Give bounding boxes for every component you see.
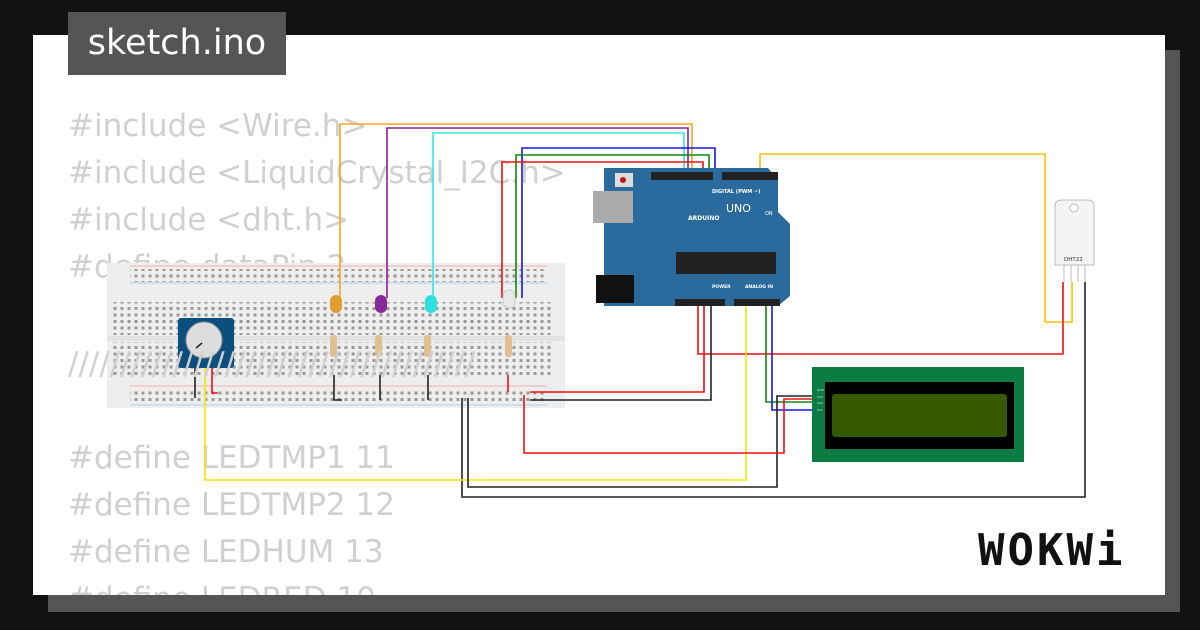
wire-purple [386, 127, 689, 298]
wire-red-lcd [523, 395, 816, 454]
sensor-label: DHT22 [1064, 257, 1083, 263]
usb-port [593, 191, 633, 223]
code-line: #define LEDRED 10 [68, 576, 566, 595]
potentiometer-knob [185, 321, 223, 359]
arduino-analog-label: ANALOG IN [745, 284, 773, 290]
arduino-uno: DIGITAL (PWM ~) ARDUINO UNO ON POWER ANA… [593, 168, 790, 306]
wire-red-5v [530, 303, 705, 393]
preview-card: #include <Wire.h> #include <LiquidCrysta… [33, 35, 1165, 595]
led-cyan [425, 295, 437, 313]
lcd-pin-vcc: VCC [817, 395, 823, 399]
power-jack [596, 275, 634, 303]
circuit-diagram: DIGITAL (PWM ~) ARDUINO UNO ON POWER ANA… [107, 123, 1095, 498]
wire-led-ground [333, 375, 342, 401]
wire-blue-scl [771, 303, 816, 411]
analog-header [734, 299, 780, 306]
wire-black-dht [461, 282, 1086, 498]
led-purple [375, 295, 387, 313]
microcontroller-chip [676, 252, 776, 274]
arduino-model: UNO [726, 202, 751, 215]
digital-header [651, 172, 713, 180]
arduino-power-label: POWER [712, 284, 731, 290]
led-white [502, 289, 516, 309]
code-line: /////////////////////////////////////// [68, 346, 476, 382]
wires [194, 123, 1086, 498]
lcd-pin-scl: SCL [817, 408, 823, 412]
wire-pot-power [211, 368, 218, 394]
power-header [675, 299, 725, 306]
arduino-on-label: ON [765, 211, 773, 217]
dht22-sensor: DHT22 [1054, 199, 1095, 282]
wire-black-gnd [530, 303, 712, 401]
resistor [330, 335, 337, 357]
digital-header [722, 172, 778, 180]
wire-red [501, 161, 704, 298]
wire-green [515, 154, 710, 298]
lcd-pin-sda: SDA [817, 401, 824, 405]
potentiometer[interactable] [178, 318, 234, 368]
wire-red-dht [697, 282, 1064, 355]
code-line: #include <LiquidCrystal_I2C.h> [68, 155, 566, 191]
wire-cyan [432, 132, 685, 298]
led-orange [330, 295, 342, 313]
wokwi-logo: WOKWi [978, 525, 1126, 576]
wire-yellow-pot [204, 303, 747, 481]
code-line: #include <dht.h> [68, 202, 350, 238]
code-line: #define LEDTMP1 11 [68, 440, 395, 476]
resistors [330, 335, 512, 357]
resistor [505, 335, 512, 357]
code-line: #include <Wire.h> [68, 108, 368, 144]
wire-blue [521, 147, 716, 298]
resistor [424, 335, 431, 357]
wire-black-lcd [467, 395, 816, 488]
resistor [375, 335, 382, 357]
lcd-display: GND VCC SDA SCL [812, 367, 1024, 462]
lcd-screen [832, 394, 1007, 437]
wire-green-sda [765, 303, 816, 403]
code-line: #define LEDTMP2 12 [68, 487, 395, 523]
lcd-pin-gnd: GND [817, 388, 825, 392]
code-line: #define LEDHUM 13 [68, 534, 384, 570]
arduino-digital-label: DIGITAL (PWM ~) [712, 189, 760, 195]
wire-yellow-dht [759, 153, 1073, 323]
leds [330, 289, 516, 313]
file-title: sketch.ino [68, 12, 286, 75]
arduino-brand: ARDUINO [688, 215, 719, 222]
sensor-pins [1063, 265, 1086, 282]
